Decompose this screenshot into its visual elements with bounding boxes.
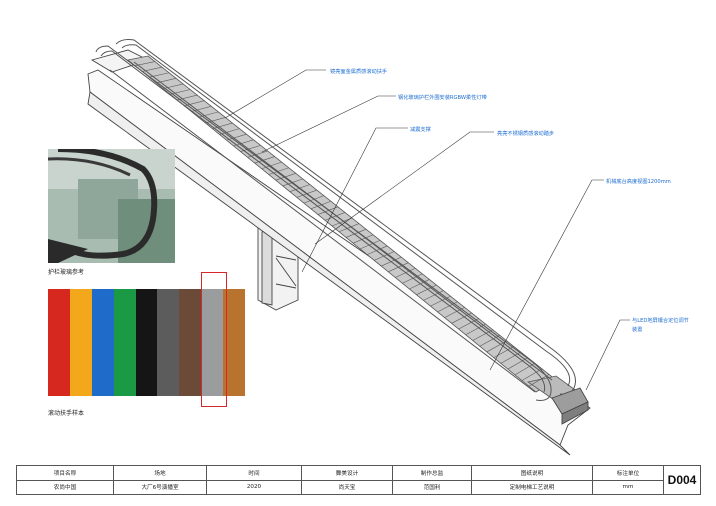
swatch-1: [69, 289, 92, 396]
escalator-body: [87, 49, 591, 456]
railing-glass-caption: 护栏玻璃参考: [48, 269, 85, 276]
step-line: [367, 245, 388, 255]
step-line: [458, 318, 479, 330]
step-line: [521, 368, 543, 381]
step-line: [345, 228, 367, 238]
title-col-director: 制作总监 范国利: [393, 466, 472, 494]
callout-led-strip: 钢化玻璃护栏外围安装RGBW柔性灯带: [398, 93, 487, 101]
callout-base-height: 机械底台高度视图1200mm: [606, 177, 671, 185]
step-line: [324, 212, 346, 221]
title-col-designer: 舞美设计 尚天宝: [302, 466, 393, 494]
handrail-samples-caption: 滚动扶手样本: [48, 410, 85, 417]
step-line: [472, 329, 493, 341]
swatch-7: [201, 289, 224, 396]
swatch-0: [48, 289, 70, 396]
step-line: [423, 290, 444, 301]
title-col-unit: 标注单位 mm: [593, 466, 664, 494]
callout-device: 装置: [632, 325, 642, 333]
step-line: [254, 156, 275, 164]
step-line: [360, 240, 381, 250]
step-line: [275, 173, 296, 181]
leader-lines: [224, 69, 630, 391]
step-line: [268, 167, 289, 175]
step-line: [416, 284, 437, 295]
step-line: [163, 83, 184, 89]
swatch-5: [157, 289, 180, 396]
left-handrail: [95, 45, 552, 401]
step-line: [177, 94, 198, 101]
step-line: [528, 374, 550, 387]
handrail-swatches: [48, 289, 246, 396]
step-line: [409, 279, 430, 290]
step-line: [226, 133, 247, 141]
step-line: [261, 161, 282, 170]
callout-steps: 亮亮不锈钢质感滚动踏步: [497, 129, 554, 137]
selected-swatch-highlight: [201, 272, 227, 407]
drawing-number: D004: [667, 473, 697, 487]
bottom-landing: [551, 387, 589, 425]
title-col-date: 时间 2020: [207, 466, 302, 494]
step-line: [219, 128, 240, 135]
step-line: [352, 234, 374, 244]
swatch-3: [113, 289, 136, 396]
callout-led-floor: 与LED地屏镶合定位调节: [632, 316, 689, 324]
callout-shock-support: 减震支撑: [410, 125, 431, 133]
step-line: [514, 362, 536, 376]
callout-handrail: 镜亮面金属质感滚动扶手: [330, 67, 387, 75]
swatch-8: [223, 289, 246, 396]
step-line: [212, 122, 233, 129]
title-col-description: 图纸说明 定制电梯工艺说明: [472, 466, 593, 494]
step-line: [170, 89, 191, 95]
swatch-4: [135, 289, 158, 396]
title-block: 项目名称 农尚中国 场地 大厂6号演播室 时间 2020 舞美设计 尚天宝 制作…: [16, 465, 701, 495]
title-col-venue: 场地 大厂6号演播室: [114, 466, 207, 494]
step-line: [338, 223, 360, 233]
title-col-project: 项目名称 农尚中国: [17, 466, 114, 494]
swatch-2: [91, 289, 114, 396]
step-line: [156, 78, 177, 84]
step-line: [465, 323, 486, 336]
step-line: [198, 111, 219, 118]
step-line: [451, 312, 472, 324]
step-line: [310, 200, 332, 210]
step-line: [205, 117, 226, 124]
swatch-6: [179, 289, 202, 396]
railing-glass-photo: [48, 149, 175, 263]
step-line: [402, 273, 423, 284]
